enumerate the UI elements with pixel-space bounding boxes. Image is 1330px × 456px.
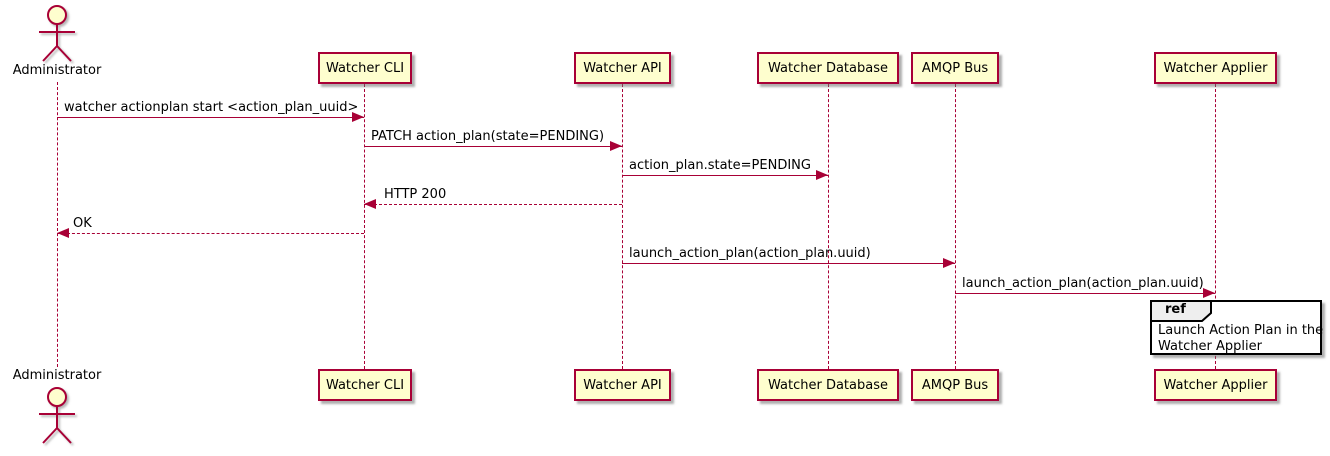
participant-label: Watcher Applier [1163, 377, 1268, 393]
participant-watcher-cli-top: Watcher CLI [318, 52, 412, 84]
lifeline-amqp-bus [955, 84, 956, 369]
participant-label: Watcher CLI [325, 377, 405, 393]
ref-fragment: ref Launch Action Plan in the Watcher Ap… [1150, 300, 1323, 355]
lifeline-watcher-api [622, 84, 623, 369]
message-3-line [622, 175, 828, 176]
participant-label: Watcher API [583, 60, 662, 76]
participant-label: Watcher Database [768, 377, 888, 393]
arrowhead-icon [364, 199, 376, 209]
participant-label: Watcher API [583, 377, 662, 393]
participant-label: Watcher Database [768, 60, 888, 76]
lifeline-watcher-cli [364, 84, 365, 369]
message-3-label: action_plan.state=PENDING [629, 158, 811, 173]
lifeline-watcher-applier [1215, 84, 1216, 369]
message-5-line [57, 233, 364, 234]
message-4-line [364, 204, 622, 205]
arrowhead-icon [943, 258, 955, 268]
arrowhead-icon [57, 228, 69, 238]
actor-icon [39, 5, 75, 62]
message-6-label: launch_action_plan(action_plan.uuid) [629, 246, 871, 261]
participant-watcher-database-top: Watcher Database [757, 52, 899, 84]
participant-watcher-api-bottom: Watcher API [574, 369, 671, 401]
participant-label: AMQP Bus [921, 377, 989, 393]
participant-watcher-applier-top: Watcher Applier [1154, 52, 1277, 84]
lifeline-administrator [57, 82, 58, 367]
actor-label-top: Administrator [12, 63, 102, 78]
participant-label: Watcher Applier [1163, 60, 1268, 76]
participant-watcher-database-bottom: Watcher Database [757, 369, 899, 401]
message-2-label: PATCH action_plan(state=PENDING) [371, 129, 605, 144]
message-1-label: watcher actionplan start <action_plan_uu… [64, 100, 359, 115]
actor-label-bottom: Administrator [12, 368, 102, 383]
ref-line-1: Launch Action Plan in the [1158, 323, 1324, 338]
participant-watcher-api-top: Watcher API [574, 52, 671, 84]
message-7-label: launch_action_plan(action_plan.uuid) [962, 276, 1204, 291]
ref-keyword: ref [1165, 302, 1186, 317]
participant-label: AMQP Bus [921, 60, 989, 76]
message-6-line [622, 263, 955, 264]
message-2-line [364, 146, 622, 147]
participant-watcher-applier-bottom: Watcher Applier [1154, 369, 1277, 401]
message-7-line [955, 293, 1215, 294]
ref-line-2: Watcher Applier [1158, 339, 1262, 354]
actor-icon [39, 387, 75, 444]
arrowhead-icon [816, 170, 828, 180]
arrowhead-icon [610, 141, 622, 151]
lifeline-watcher-database [828, 84, 829, 369]
arrowhead-icon [1203, 288, 1215, 298]
message-4-label: HTTP 200 [384, 187, 447, 202]
participant-amqp-bus-top: AMQP Bus [911, 52, 999, 84]
ref-tab-icon [1150, 300, 1212, 322]
message-5-label: OK [73, 216, 92, 231]
participant-watcher-cli-bottom: Watcher CLI [318, 369, 412, 401]
arrowhead-icon [352, 112, 364, 122]
ref-text: Launch Action Plan in the Watcher Applie… [1158, 323, 1323, 355]
message-1-line [57, 117, 364, 118]
participant-label: Watcher CLI [325, 60, 405, 76]
participant-amqp-bus-bottom: AMQP Bus [911, 369, 999, 401]
